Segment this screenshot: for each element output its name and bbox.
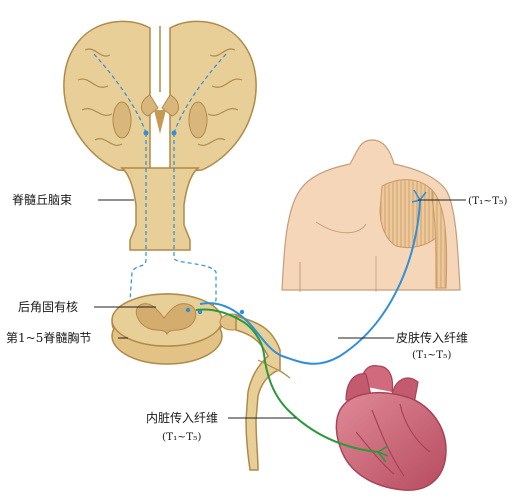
label-visceral-afferent: 内脏传入纤维 [146,410,218,425]
label-skin-afferent-range: (T₁~T₅) [412,349,451,361]
dorsal-horn-synapse-1 [185,307,191,313]
label-chest-area-range: (T₁~T₅) [468,195,507,207]
label-thoracic-segments: 第1~5脊髓胸节 [6,330,91,345]
label-skin-afferent: 皮肤传入纤维 [396,330,468,345]
heart [335,365,447,491]
thalamus-synapse-left [143,130,149,136]
visceral-afferent-fiber [195,308,379,453]
visceral-receptor-endings [377,445,389,463]
skin-afferent-fiber [199,199,421,365]
label-visceral-afferent-range: (T₁~T₅) [162,431,201,443]
thalamus-synapse-right [171,130,177,136]
dorsal-horn-synapse-2 [197,309,203,315]
dorsal-root-synapse [239,309,245,315]
human-torso [281,139,461,292]
label-spinothalamic-tract: 脊髓丘脑束 [12,193,72,207]
label-dorsal-horn-nucleus: 后角固有核 [18,300,78,314]
spinal-cord-segment [111,293,291,471]
brain-coronal-section [63,20,257,251]
